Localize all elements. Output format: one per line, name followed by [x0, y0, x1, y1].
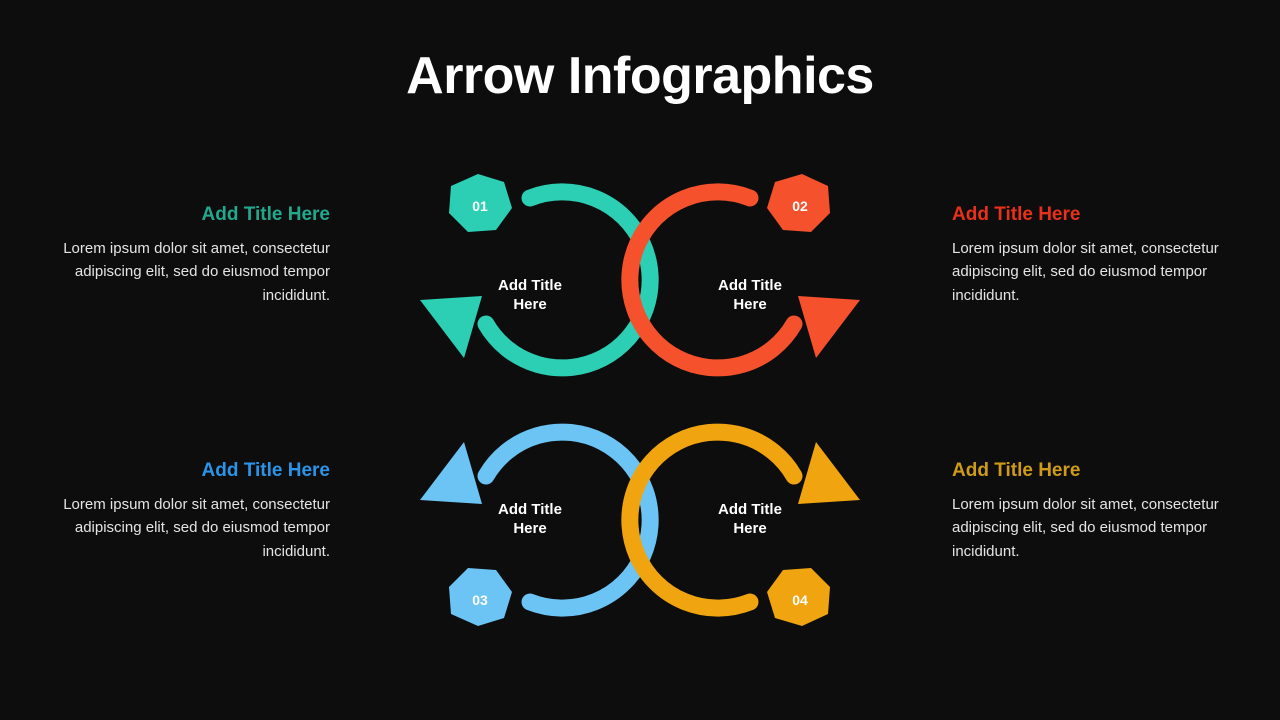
step-badge-label-04: 04: [792, 592, 808, 608]
text-block-01: Add Title Here Lorem ipsum dolor sit ame…: [62, 204, 330, 308]
block-body-04: Lorem ipsum dolor sit amet, consectetur …: [952, 495, 1219, 561]
text-block-03: Add Title Here Lorem ipsum dolor sit ame…: [62, 460, 330, 564]
block-title-02: Add Title Here: [952, 204, 1081, 225]
step-badge-04[interactable]: [767, 568, 830, 626]
unit-center-label-02-line1: Add Title: [718, 277, 782, 294]
step-badge-01[interactable]: [449, 174, 512, 232]
arrow-unit-01[interactable]: 01 Add Title Here: [420, 174, 659, 377]
unit-center-label-01-line1: Add Title: [498, 277, 562, 294]
step-badge-label-02: 02: [792, 198, 808, 214]
circular-arrow-arc-02: [621, 183, 803, 377]
circular-arrow-arc-03: [477, 423, 659, 617]
unit-center-label-04-line1: Add Title: [718, 501, 782, 518]
arrow-unit-02[interactable]: 02 Add Title Here: [621, 174, 860, 377]
text-block-02: Add Title Here Lorem ipsum dolor sit ame…: [952, 204, 1220, 308]
page-title: Arrow Infographics: [406, 47, 874, 105]
unit-center-label-03-line2: Here: [513, 520, 546, 537]
block-title-04: Add Title Here: [952, 460, 1081, 481]
text-block-04: Add Title Here Lorem ipsum dolor sit ame…: [952, 460, 1220, 564]
circular-arrow-arc-01: [477, 183, 659, 377]
circular-arrow-arc-04: [621, 423, 803, 617]
step-badge-label-03: 03: [472, 592, 488, 608]
arrow-diagram: 01 Add Title Here 02 Add Title Here 03: [390, 160, 890, 640]
block-title-01: Add Title Here: [201, 204, 330, 225]
arrowhead-01: [420, 296, 482, 358]
unit-center-label-02-line2: Here: [733, 296, 766, 313]
step-badge-label-01: 01: [472, 198, 488, 214]
unit-center-label-03-line1: Add Title: [498, 501, 562, 518]
arrowhead-02: [798, 296, 860, 358]
block-body-03: Lorem ipsum dolor sit amet, consectetur …: [63, 495, 330, 561]
block-title-03: Add Title Here: [201, 460, 330, 481]
block-body-02: Lorem ipsum dolor sit amet, consectetur …: [952, 239, 1219, 305]
step-badge-03[interactable]: [449, 568, 512, 626]
arrow-unit-03[interactable]: 03 Add Title Here: [420, 423, 659, 626]
block-body-01: Lorem ipsum dolor sit amet, consectetur …: [63, 239, 330, 305]
unit-center-label-04-line2: Here: [733, 520, 766, 537]
arrowhead-03: [420, 442, 482, 504]
arrow-unit-04[interactable]: 04 Add Title Here: [621, 423, 860, 626]
arrowhead-04: [798, 442, 860, 504]
step-badge-02[interactable]: [767, 174, 830, 232]
unit-center-label-01-line2: Here: [513, 296, 546, 313]
